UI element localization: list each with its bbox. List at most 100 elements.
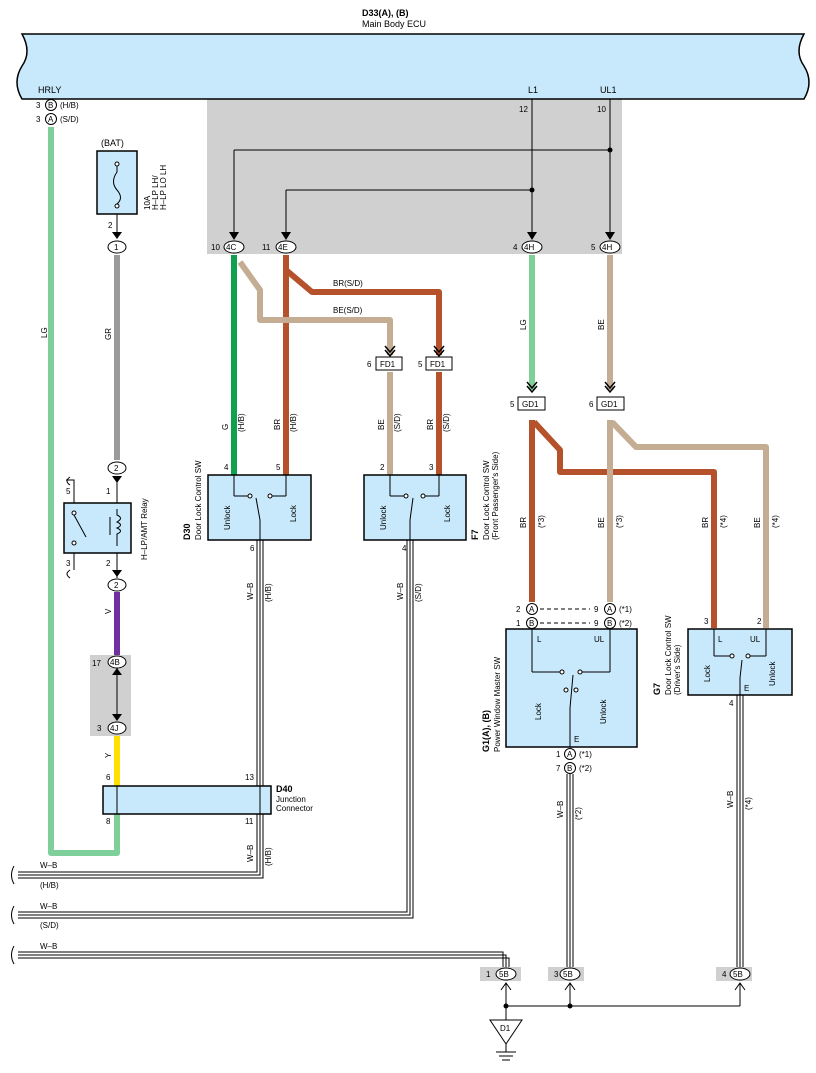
g1-ul-label: UL: [594, 635, 605, 644]
svg-text:BR(S/D): BR(S/D): [333, 279, 363, 288]
junction-4j: [107, 721, 127, 735]
svg-text:W–B: W–B: [246, 845, 255, 862]
ecu-code: D33(A), (B): [362, 8, 409, 18]
svg-text:9: 9: [594, 619, 599, 628]
fuse-pin: 2: [108, 221, 113, 230]
svg-text:4: 4: [722, 970, 727, 979]
d30-switch-contacts: [233, 475, 287, 540]
d30-pin: 4: [224, 463, 229, 472]
f7-switch-contacts: [389, 475, 440, 540]
svg-text:W–B: W–B: [40, 902, 57, 911]
junction-pin: 3: [97, 724, 102, 733]
d30-name: Door Lock Control SW: [194, 460, 203, 540]
fuse-terminal: [114, 203, 120, 209]
junction-pin: 17: [92, 659, 101, 668]
pin-number: 3: [36, 115, 41, 124]
fuse-rating: 10A: [143, 195, 152, 210]
svg-text:B: B: [529, 619, 534, 628]
g1-code: G1(A), (B): [481, 710, 491, 752]
svg-text:A: A: [529, 605, 535, 614]
svg-text:(S/D): (S/D): [442, 413, 451, 432]
g7-code: G7: [652, 683, 662, 695]
svg-text:BE: BE: [597, 319, 606, 330]
pin-circle: [45, 113, 57, 125]
svg-text:(S/D): (S/D): [393, 413, 402, 432]
svg-text:5B: 5B: [733, 970, 743, 979]
fuse-terminal: [114, 161, 120, 167]
svg-text:1: 1: [486, 970, 491, 979]
wire-be-g7: [609, 419, 769, 628]
hrly-pins: 3 B (H/B) 3 A (S/D): [36, 99, 79, 125]
wires: [48, 127, 769, 856]
svg-text:BR: BR: [273, 419, 282, 430]
g1-switch-contacts: [531, 629, 611, 747]
ecu-internal-area: [207, 99, 622, 254]
svg-text:A: A: [567, 750, 573, 759]
f7-unlock-label: Unlock: [379, 505, 388, 530]
svg-text:9: 9: [594, 605, 599, 614]
svg-text:2: 2: [516, 605, 521, 614]
g7-side: (Driver's Side): [673, 644, 682, 695]
ecu-internal-lines: [233, 99, 611, 238]
connector-label: 2: [114, 464, 119, 473]
svg-text:B: B: [567, 764, 572, 773]
hrly-label: HRLY: [38, 85, 61, 95]
relay-lead: [66, 479, 75, 503]
svg-text:W–B: W–B: [556, 801, 565, 818]
relay-break: [66, 569, 71, 579]
g7-pin: 3: [704, 617, 709, 626]
d30-pin: 5: [276, 463, 281, 472]
d30-code: D30: [182, 523, 192, 540]
svg-text:4C: 4C: [226, 243, 236, 252]
wb-wires: [18, 540, 744, 968]
connector-label: 2: [114, 581, 119, 590]
main-body-ecu-panel: [16, 33, 810, 100]
wire-be-sd: [237, 260, 393, 355]
fuse-name-2: H–LP LO LH: [159, 165, 168, 210]
pin-letter: B: [48, 101, 53, 110]
pin-letter: A: [48, 115, 54, 124]
d40-pin: 11: [245, 817, 254, 826]
svg-text:BE(S/D): BE(S/D): [333, 306, 363, 315]
contact: [573, 687, 579, 693]
d40-pin: 13: [245, 773, 254, 782]
ground-icon: [496, 1044, 516, 1061]
relay-pin-3: 3: [66, 559, 71, 568]
svg-text:BE: BE: [377, 419, 386, 430]
connector-label: 1: [114, 243, 119, 252]
svg-text:A: A: [607, 605, 613, 614]
relay-break: [66, 476, 71, 486]
ground-connectors: 1 5B 3 5B 4 5B: [486, 967, 751, 981]
svg-text:(*3): (*3): [615, 515, 624, 528]
svg-text:(*2): (*2): [619, 619, 632, 628]
fd1-connectors: 6 FD1 5 FD1: [367, 345, 453, 371]
contact: [403, 493, 409, 499]
f7-code: F7: [470, 529, 480, 540]
pin-note: (H/B): [60, 101, 79, 110]
d40-pin: 8: [106, 817, 111, 826]
svg-text:(H/B): (H/B): [264, 847, 273, 866]
pin-note: (S/D): [60, 115, 79, 124]
contact: [745, 653, 751, 659]
gd1-connectors: 5 GD1 6 GD1: [510, 381, 625, 411]
svg-text:5B: 5B: [499, 970, 509, 979]
g1-l-label: L: [537, 635, 542, 644]
arrow: [112, 714, 122, 721]
svg-text:1: 1: [556, 750, 561, 759]
pin-number: 3: [36, 101, 41, 110]
g1-e-label: E: [574, 735, 579, 744]
svg-text:(*4): (*4): [719, 515, 728, 528]
svg-text:5B: 5B: [563, 970, 573, 979]
svg-text:5: 5: [591, 243, 596, 252]
svg-text:FD1: FD1: [430, 360, 446, 369]
relay-connector-top: [107, 461, 127, 475]
d30-pin: 6: [250, 544, 255, 553]
d30-unlock-label: Unlock: [223, 505, 232, 530]
relay-contact: [71, 510, 77, 516]
svg-text:W–B: W–B: [726, 791, 735, 808]
f7-pin: 4: [402, 544, 407, 553]
pin-circle: [45, 99, 57, 111]
svg-text:4E: 4E: [278, 243, 288, 252]
svg-text:(H/B): (H/B): [40, 881, 59, 890]
ecu-pin-ul1: 10: [597, 105, 606, 114]
